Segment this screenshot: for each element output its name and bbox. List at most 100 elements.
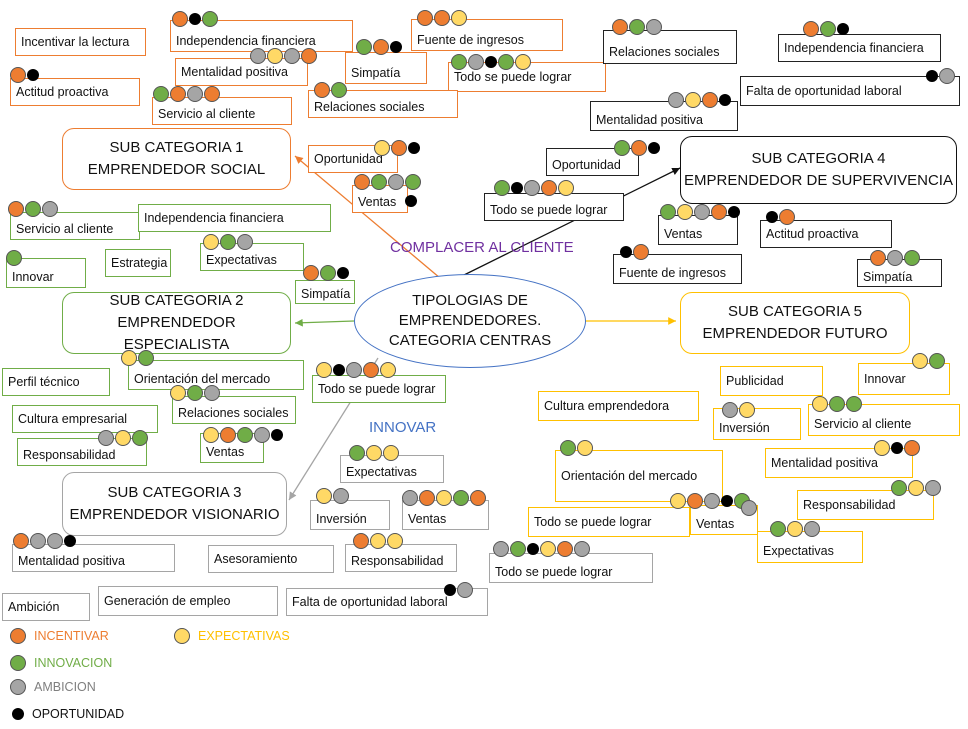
subcategory-5-box: SUB CATEGORIA 5 EMPRENDEDOR FUTURO: [680, 292, 910, 354]
legend-oportunidad: OPORTUNIDAD: [12, 707, 124, 721]
s4-falta-oportunidad: Falta de oportunidad laboral: [740, 76, 960, 106]
s1-servicio-cliente: Servicio al cliente: [152, 97, 292, 125]
s2-todo-se-puede: Todo se puede lograr: [312, 375, 446, 403]
dot: [908, 480, 924, 496]
dot: [620, 246, 632, 258]
dot: [121, 350, 137, 366]
dot: [929, 353, 945, 369]
dots-s5-innovar: [912, 353, 946, 369]
dot: [524, 180, 540, 196]
dot: [405, 174, 421, 190]
dot: [349, 445, 365, 461]
dot: [314, 82, 330, 98]
dot: [820, 21, 836, 37]
dot: [138, 350, 154, 366]
subcategory-1-name: EMPRENDEDOR SOCIAL: [87, 161, 266, 178]
dot: [577, 440, 593, 456]
dot: [405, 195, 417, 207]
dot: [614, 140, 630, 156]
dot: [383, 445, 399, 461]
dot: [331, 82, 347, 98]
dot: [202, 11, 218, 27]
s2-responsabilidad: Responsabilidad: [17, 438, 147, 466]
dot: [739, 402, 755, 418]
dot: [498, 54, 514, 70]
legend-dot-incentivar: [10, 628, 26, 644]
dot: [390, 41, 402, 53]
s5-inversion: Inversión: [713, 408, 801, 440]
legend-ambicion: AMBICION: [10, 679, 96, 695]
legend-dot-expectativas: [174, 628, 190, 644]
dot: [337, 267, 349, 279]
s3-todo-se-puede: Todo se puede lograr: [489, 553, 653, 583]
legend-label-oportunidad: OPORTUNIDAD: [32, 707, 125, 721]
dots-s5-mentalidad: [874, 440, 921, 456]
dot: [408, 142, 420, 154]
legend-dot-oportunidad: [12, 708, 24, 720]
s1-incentivar-lectura: Incentivar la lectura: [15, 28, 146, 56]
dot: [132, 430, 148, 446]
dot: [64, 535, 76, 547]
dot: [631, 140, 647, 156]
dot: [453, 490, 469, 506]
dots-s5-orientacion: [560, 440, 594, 456]
dot: [904, 250, 920, 266]
dots-s1-simpatia: [356, 39, 403, 55]
dot: [719, 94, 731, 106]
dots-s2-responsabilidad: [98, 430, 149, 446]
dot: [804, 521, 820, 537]
dot: [677, 204, 693, 220]
dot: [301, 48, 317, 64]
dots-s4-oportunidad: [614, 140, 661, 156]
dot: [353, 533, 369, 549]
dot: [172, 11, 188, 27]
subcategory-2-title: SUB CATEGORIA 2: [109, 292, 244, 309]
dot: [939, 68, 955, 84]
dot: [250, 48, 266, 64]
subcategory-1-title: SUB CATEGORIA 1: [109, 139, 244, 156]
dots-s4-ventas: [660, 204, 741, 220]
dot: [846, 396, 862, 412]
subcategory-1-box: SUB CATEGORIA 1 EMPRENDEDOR SOCIAL: [62, 128, 291, 190]
s2-estrategia: Estrategia: [105, 249, 171, 277]
dot: [203, 234, 219, 250]
subcategory-3-name: EMPRENDEDOR VISIONARIO: [69, 506, 280, 523]
dot: [254, 427, 270, 443]
dot: [303, 265, 319, 281]
subcategory-4-title: SUB CATEGORIA 4: [751, 150, 886, 167]
dot: [741, 500, 757, 516]
dots-s2-todo: [316, 362, 397, 378]
dot: [912, 353, 928, 369]
dots-s5-ventas: [670, 493, 751, 509]
central-line-3: CATEGORIA CENTRAS: [388, 332, 552, 349]
dot: [380, 362, 396, 378]
dot: [333, 364, 345, 376]
s1-mentalidad-positiva: Mentalidad positiva: [175, 58, 308, 86]
dots-s3-mentalidad: [13, 533, 77, 549]
dot: [629, 19, 645, 35]
s2-independencia: Independencia financiera: [138, 204, 331, 232]
dots-s4-independencia: [803, 21, 850, 37]
dot: [220, 234, 236, 250]
s4-fuente-ingresos: Fuente de ingresos: [613, 254, 742, 284]
dots-s2-relaciones: [170, 385, 221, 401]
dots-s4-falta: [926, 68, 956, 84]
dot: [468, 54, 484, 70]
dot: [373, 39, 389, 55]
dot: [98, 430, 114, 446]
dot: [779, 209, 795, 225]
dots-s4-fuente: [620, 244, 650, 260]
central-line-2: EMPRENDEDORES.: [398, 312, 542, 329]
innovar-label: INNOVAR: [369, 419, 437, 436]
subcategory-3-box: SUB CATEGORIA 3 EMPRENDEDOR VISIONARIO: [62, 472, 287, 536]
dot: [766, 211, 778, 223]
dot: [370, 533, 386, 549]
dot: [267, 48, 283, 64]
dot: [115, 430, 131, 446]
dot: [770, 521, 786, 537]
dot: [787, 521, 803, 537]
subcategory-5-name: EMPRENDEDOR FUTURO: [702, 325, 888, 342]
dot: [204, 86, 220, 102]
dot: [574, 541, 590, 557]
